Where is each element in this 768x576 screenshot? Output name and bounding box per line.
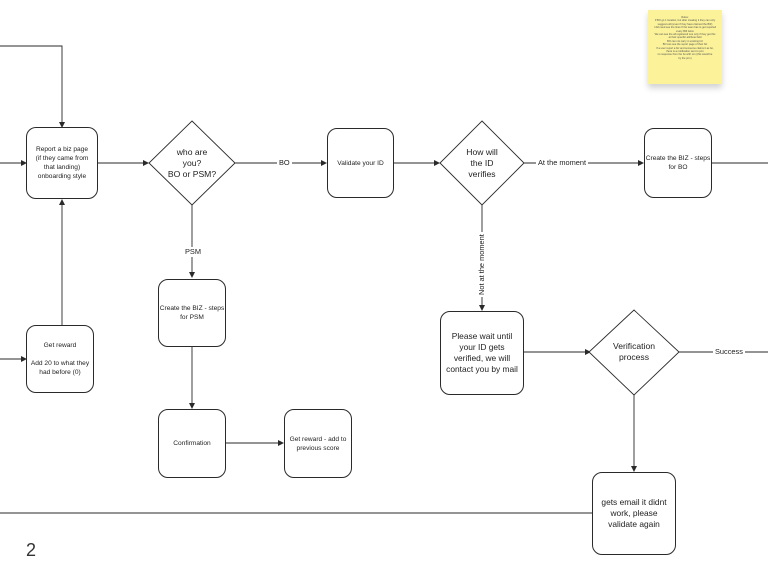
sticky-note[interactable]: Rules:If BO go 1 location, but after cre… [648, 10, 722, 84]
diamond-verification [588, 309, 680, 396]
sticky-note-line: We can see the all registered one only i… [654, 33, 716, 37]
sticky-note-line: there is a notification sent to prm [666, 50, 704, 54]
node-get-reward-2: Get reward - add to previous score [284, 409, 352, 478]
sticky-note-line: If BO go 1 location, but after creating … [654, 19, 716, 23]
sticky-note-line: BO can not carry in existing biz [667, 39, 703, 43]
node-label: Validate your ID [337, 159, 384, 167]
sticky-note-line: suggest edit (even if they have claimed … [657, 22, 713, 26]
diamond-label-how-verifies: How will the ID verifies [466, 146, 498, 179]
node-validate-id: Validate your ID [327, 128, 394, 198]
edge-label-bo: BO [277, 158, 292, 168]
page-number: 2 [26, 540, 37, 560]
node-label: Confirmation [173, 440, 211, 447]
node-create-biz-psm: Create the BIZ - steps for PSM [158, 279, 226, 347]
sticky-note-line: Rules: [681, 16, 689, 19]
diamond-label-verification: Verification process [612, 341, 656, 362]
sticky-note-line: I did need see the lines If the team has… [653, 26, 717, 30]
node-label: Get reward - add to previous score [289, 435, 347, 452]
node-create-biz-bo: Create the BIZ - steps for BO [644, 128, 712, 198]
sticky-note-line: every BIZ twice [676, 29, 694, 33]
node-label: Report a biz page (if they came from tha… [35, 146, 89, 180]
node-get-reward-1: Get reward Add 20 to what they had befor… [26, 325, 94, 393]
node-confirmation: Confirmation [158, 409, 226, 478]
diamond-who-are-you [148, 120, 236, 206]
sticky-note-line: by the prm) [678, 56, 692, 60]
diamond-label-who-are-you: who are you? BO or PSM? [167, 146, 217, 179]
node-label: Create the BIZ - steps for PSM [159, 305, 225, 321]
sticky-note-line: BO can see the report page of their biz [662, 43, 708, 47]
node-label: Please wait until your ID gets verified,… [446, 331, 518, 374]
edge-label-at-the-moment: At the moment [536, 158, 589, 168]
sticky-note-line: If a user report a biz and someone claim… [656, 46, 714, 50]
node-please-wait: Please wait until your ID gets verified,… [440, 311, 524, 395]
edge-label-psm: PSM [183, 247, 204, 257]
sticky-note-line: at their specific attribute field [668, 36, 702, 40]
node-label: Create the BIZ - steps for BO [645, 155, 711, 171]
node-label: Get reward Add 20 to what they had befor… [30, 342, 90, 376]
edge-top-feed [0, 45, 65, 128]
diamond-how-verifies [439, 120, 525, 206]
edge-label-success: Success [713, 347, 745, 357]
node-label: gets email it didnt work, please validat… [601, 497, 667, 529]
edge-label-not-at-the-moment: Not at the moment [477, 232, 487, 297]
node-email-didnt-work: gets email it didnt work, please validat… [592, 472, 676, 555]
node-report-biz-page: Report a biz page (if they came from tha… [26, 127, 98, 199]
sticky-note-line: no response from the bo with xxx (this w… [657, 53, 713, 57]
